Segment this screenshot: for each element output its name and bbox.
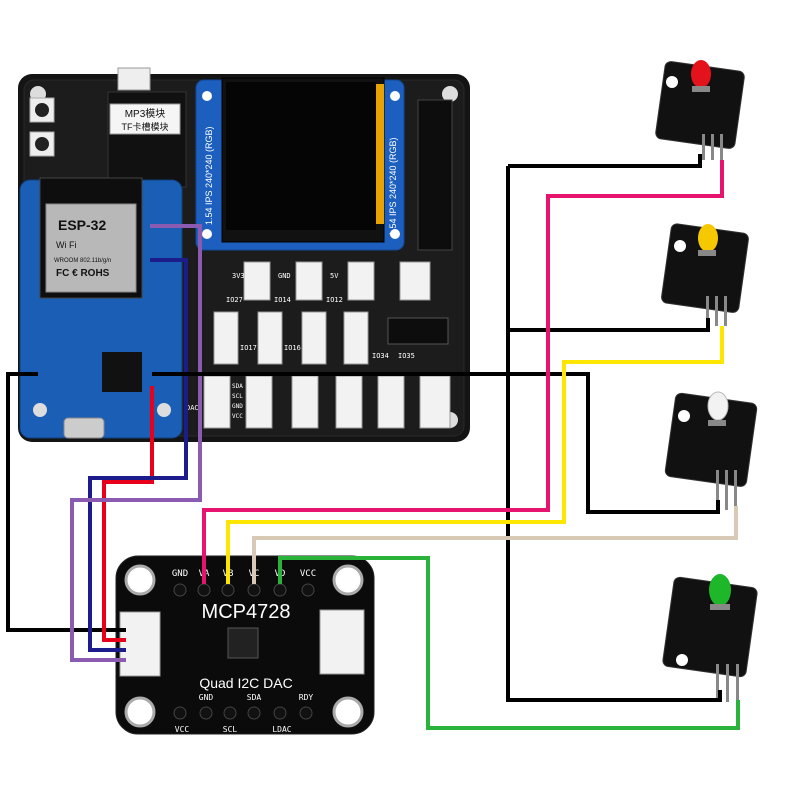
wire-vc-white-led (252, 506, 738, 584)
label-io12: IO12 (326, 296, 343, 304)
esp32-cert: FC € ROHS (56, 268, 110, 279)
dac-pin-gnd-top: GND (172, 569, 188, 579)
led-module-yellow (661, 223, 749, 326)
mcp4728-board: MCP4728 Quad I2C DAC GND VA VB VC VD VCC… (115, 555, 375, 735)
label-io17: IO17 (240, 344, 257, 352)
label-dac: DAC (186, 404, 199, 412)
wire-scl (70, 224, 202, 662)
label-5v: 5V (330, 272, 339, 280)
dac-title: MCP4728 (202, 601, 291, 623)
dac-pin-sda: SDA (247, 693, 262, 702)
label-vcc-bottom: VCC (232, 413, 243, 420)
label-scl: SCL (232, 393, 243, 400)
wire-vcc (102, 386, 154, 642)
wire-gnd-white-led (152, 372, 720, 514)
esp32-title: ESP-32 (58, 217, 106, 233)
dac-pin-scl: SCL (223, 725, 238, 734)
wires (6, 154, 740, 730)
tf-label: TF卡槽模块 (122, 121, 169, 132)
display-side-label-right: 1.54 IPS 240*240 (RGB) (388, 137, 398, 236)
led-module-green (662, 574, 758, 702)
esp32-wifi: Wi Fi (56, 240, 77, 250)
header-pins-right (417, 99, 453, 251)
label-io35: IO35 (398, 352, 415, 360)
label-gnd-bottom: GND (232, 403, 243, 410)
led-module-red (655, 60, 745, 160)
label-io27: IO27 (226, 296, 243, 304)
led-module-white (664, 391, 758, 510)
wire-sda (88, 258, 188, 652)
wire-va-red-led (202, 160, 724, 584)
dac-pin-gnd-bottom: GND (199, 693, 214, 702)
dac-pin-vcc-top: VCC (300, 569, 316, 579)
grove-connectors-top: 3V3 GND 5V IO27 IO14 IO12 (226, 261, 431, 304)
wire-gnd-bus-vertical (506, 166, 722, 702)
label-sda: SDA (232, 383, 243, 390)
led-lens-yellow (698, 224, 718, 252)
grove-connectors-middle: IO17 IO16 IO34 IO35 (213, 311, 449, 365)
label-io34: IO34 (372, 352, 389, 360)
dac-pin-rdy: RDY (299, 693, 314, 702)
led-lens-red (691, 60, 711, 88)
label-gnd: GND (278, 272, 291, 280)
wire-gnd-yellow-led (508, 318, 710, 332)
esp32-model: WROOM 802.11b/g/n (54, 258, 111, 264)
label-io14: IO14 (274, 296, 291, 304)
wire-vb-yellow-led (226, 326, 724, 584)
wire-gnd-red-led (508, 154, 702, 168)
label-3v3: 3V3 (232, 272, 245, 280)
display-side-label-left: 1.54 IPS 240*240 (RGB) (204, 126, 214, 225)
label-io16: IO16 (284, 344, 301, 352)
led-lens-green (709, 574, 731, 606)
dac-subtitle: Quad I2C DAC (199, 675, 292, 691)
esp32-board: ESP-32 Wi Fi WROOM 802.11b/g/n FC € ROHS (19, 177, 183, 439)
led-lens-white (707, 391, 729, 421)
dac-pin-ldac: LDAC (272, 725, 291, 734)
wire-vd-green-led (278, 556, 740, 730)
mp3-label: MP3模块 (125, 108, 166, 120)
dac-pin-vcc-bottom: VCC (175, 725, 190, 734)
tft-display: 1.54 IPS 240*240 (RGB) 1.54 IPS 240*240 … (195, 77, 405, 251)
wire-gnd-esp-to-dac (6, 372, 126, 632)
